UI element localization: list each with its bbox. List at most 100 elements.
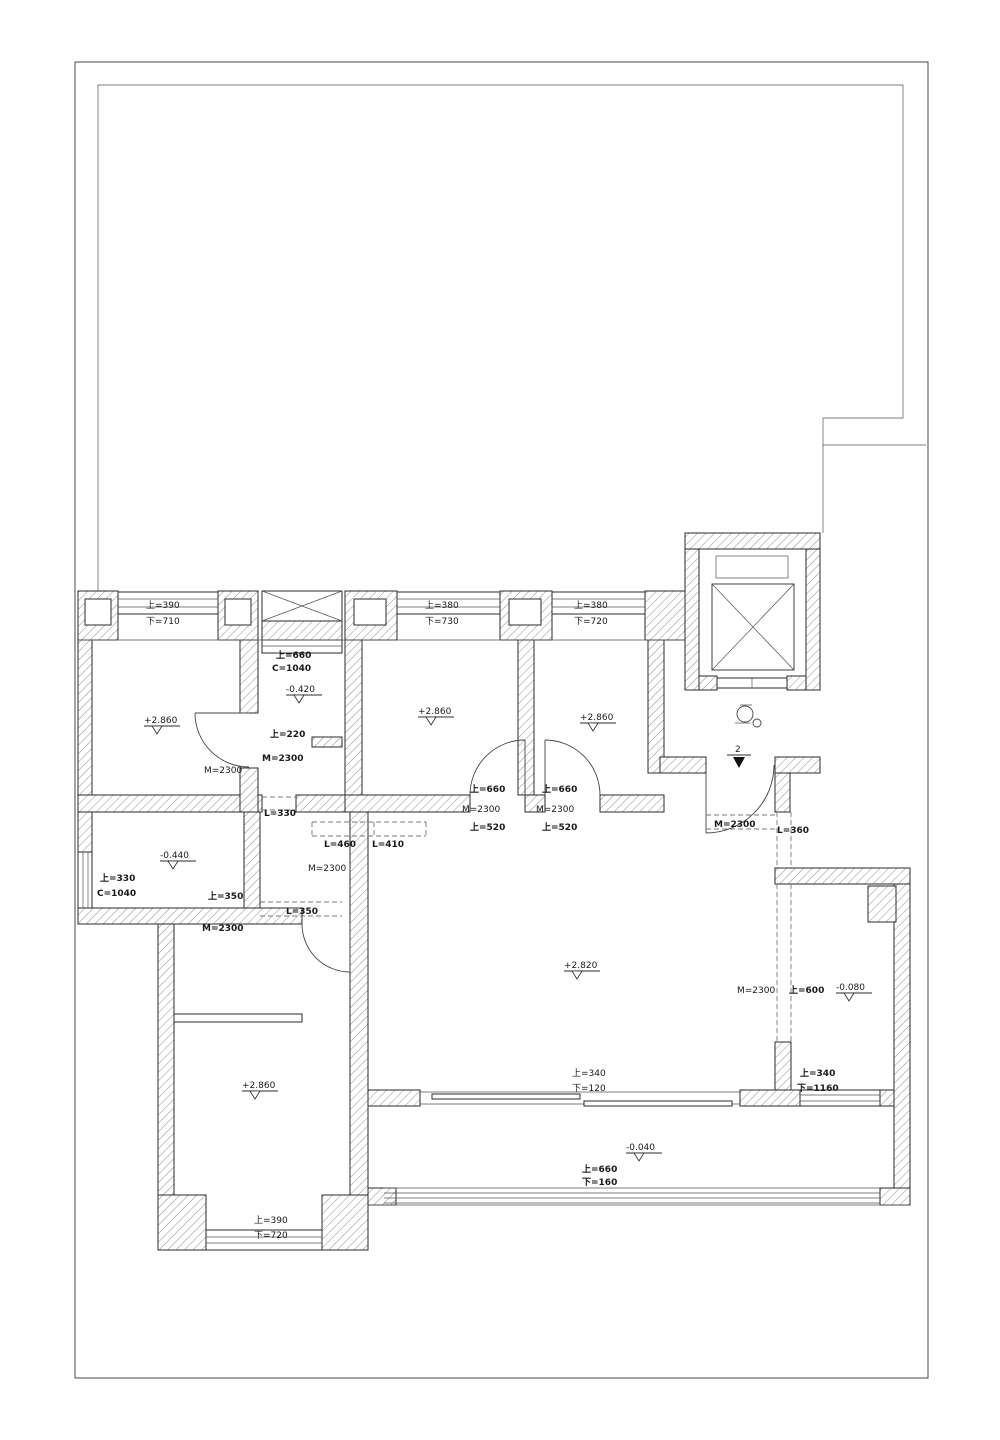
door-room2 [469, 739, 526, 796]
wall-segment [261, 620, 343, 641]
elev-mark [286, 694, 322, 704]
dashed-openings [260, 796, 792, 1042]
wall-segment [157, 1194, 207, 1251]
label-opening: L=410 [372, 840, 404, 850]
label-door-height: M=2300 [262, 754, 304, 764]
doors [194, 712, 775, 1107]
wall-segment [739, 1089, 801, 1107]
balcony-railing [368, 1187, 910, 1206]
label-elevation: -0.420 [286, 685, 315, 695]
label-opening: L=360 [777, 826, 809, 836]
wall-segment [349, 811, 369, 1251]
opening-L360 [776, 812, 792, 868]
lobby-icon [736, 705, 754, 723]
column [84, 598, 112, 626]
label-elevation: -0.040 [626, 1143, 655, 1153]
wall-segment [239, 767, 259, 813]
window-north-2 [396, 591, 501, 615]
wall-segment [367, 1187, 397, 1206]
wall-segment [644, 590, 686, 641]
wall-segment [243, 811, 261, 909]
windows [77, 591, 881, 1251]
label-window-height: 下=1160 [797, 1083, 839, 1094]
label-window-height: 下=710 [146, 617, 180, 627]
counterweight-box [715, 555, 789, 579]
elevator-shaft [684, 532, 821, 691]
wall-segment [77, 639, 93, 796]
label-door: 上=660 [470, 783, 505, 795]
window-corridor [261, 639, 343, 654]
wall-segment [367, 1089, 421, 1107]
window-north-1 [117, 591, 219, 615]
wall-segment [239, 639, 259, 714]
label-door: M=2300 [536, 805, 574, 815]
label-entry-door: M=2300 [714, 820, 756, 830]
label-door: 上=520 [542, 821, 577, 833]
opening-right-room-door [776, 884, 792, 1042]
label-door: 下=120 [572, 1084, 606, 1094]
label-door-height: M=2300 [737, 986, 775, 996]
label-window-height: 上=390 [254, 1215, 288, 1226]
wall-segment [647, 639, 665, 774]
label-door-height: M=2300 [202, 924, 244, 934]
label-shaft-window: 上=660 [276, 649, 311, 661]
wall-segment [524, 794, 546, 813]
opening-L350 [260, 901, 342, 917]
column [353, 598, 387, 626]
label-opening: L=350 [286, 907, 318, 917]
site-boundary [74, 61, 929, 1379]
wall-segment [867, 885, 897, 923]
label-elevation: -0.440 [160, 851, 189, 861]
label-window-height: 上=330 [100, 872, 135, 884]
elev-mark [564, 970, 600, 980]
wall-segment [517, 639, 535, 796]
wall-segment [893, 883, 911, 1206]
elev-mark [160, 860, 196, 870]
label-door-height: M=2300 [308, 864, 346, 874]
label-elevation: -0.080 [836, 983, 865, 993]
elev-mark [836, 992, 872, 1002]
window-right-room-south [799, 1089, 881, 1107]
wall-segment [321, 1194, 369, 1251]
label-door: 上=660 [542, 783, 577, 795]
walls [77, 590, 911, 1251]
label-elevation: +2.860 [418, 707, 452, 717]
window-west [77, 851, 93, 909]
wall-segment [295, 794, 346, 813]
column [508, 598, 542, 626]
wall-segment [774, 756, 821, 774]
label-window-height: 下=730 [425, 617, 459, 627]
label-window-height: 下=720 [574, 617, 608, 627]
annotations: 上=390 下=710 上=380 下=730 上=380 下=720 上=66… [97, 600, 865, 1241]
label-window-height: C=1040 [97, 889, 136, 899]
label-door: M=2300 [462, 805, 500, 815]
wall-segment [344, 639, 363, 796]
elev-mark [144, 725, 180, 735]
label-elevation: +2.860 [580, 713, 614, 723]
label-door: 上=340 [572, 1068, 606, 1079]
section-arrow [733, 757, 745, 768]
wall-segment [311, 736, 343, 748]
opening-L460-L410 [311, 821, 427, 837]
door-entry [705, 764, 775, 834]
window-bottom [205, 1229, 323, 1251]
window-north-3 [551, 591, 646, 615]
wall-segment [774, 1041, 792, 1091]
label-opening: L=460 [324, 840, 356, 850]
elev-mark [418, 716, 454, 726]
label-opening: L=330 [264, 809, 296, 819]
wall-segment [774, 867, 911, 885]
label-sill: 上=600 [789, 984, 824, 996]
elev-mark [626, 1152, 662, 1162]
opening-entry [706, 814, 775, 830]
label-window-height: 上=340 [800, 1067, 835, 1079]
wall-segment [879, 1187, 911, 1206]
label-window-height: 下=720 [254, 1231, 288, 1241]
sliding-door-balcony [420, 1091, 740, 1107]
elev-mark [242, 1090, 278, 1100]
wall-segment [77, 811, 93, 853]
label-elevation: +2.860 [144, 716, 178, 726]
label-sill: 上=350 [208, 890, 243, 902]
